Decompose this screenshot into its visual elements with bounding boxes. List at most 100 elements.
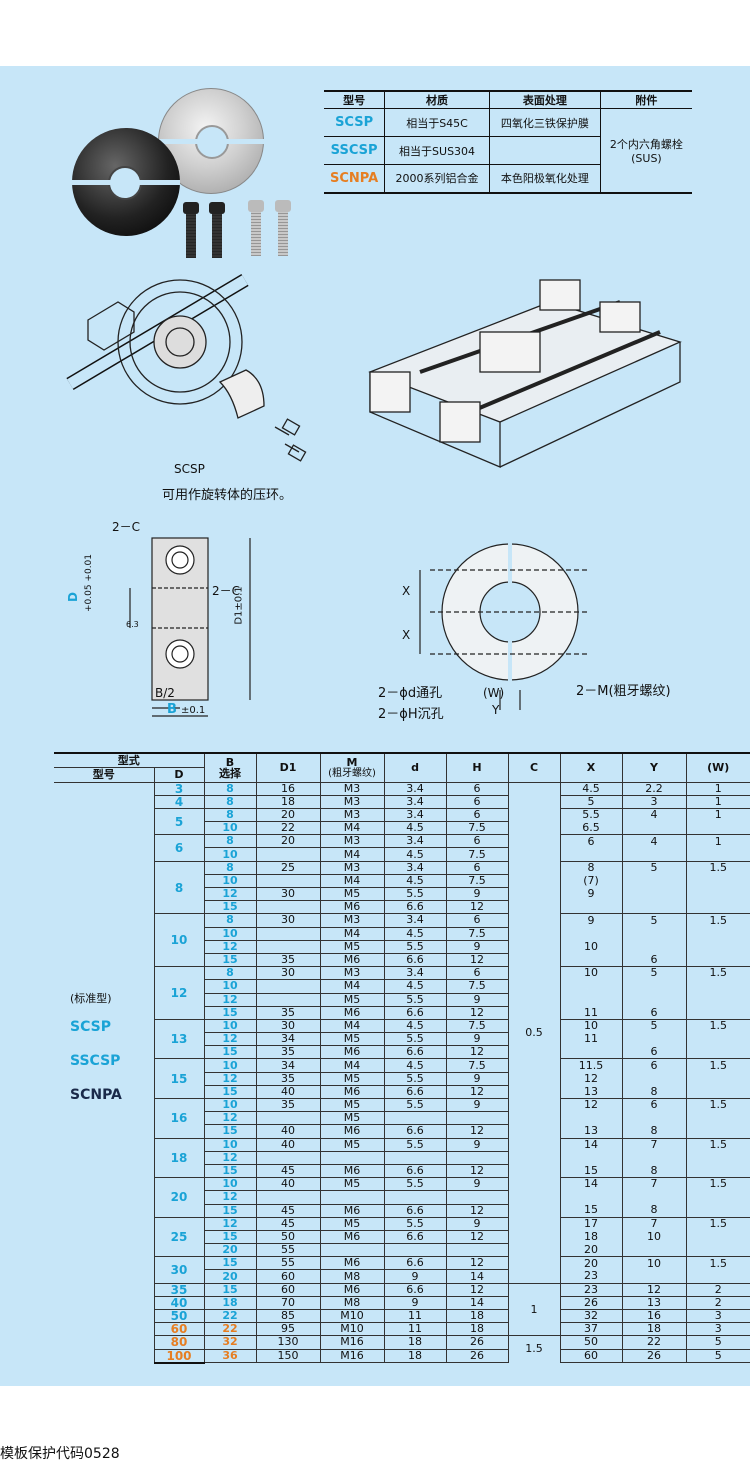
b-cell: 12: [203, 1151, 256, 1165]
x-dimension-upper: X: [402, 584, 411, 598]
material-value: 相当于S45C: [384, 108, 490, 137]
m-cell: [319, 1151, 384, 1165]
m-cell: M4: [319, 979, 384, 994]
d1-cell: 30: [255, 913, 320, 928]
bore-cell: 16: [153, 1098, 204, 1139]
b-cell: 8: [203, 913, 256, 928]
x-cell: [559, 1190, 622, 1204]
h-cell: 9: [445, 1098, 508, 1113]
b-cell: 15: [203, 1085, 256, 1100]
h-cell: 12: [445, 1256, 508, 1271]
b-cell: 12: [203, 887, 256, 902]
d1-cell: 20: [255, 808, 320, 823]
x-cell: [559, 1151, 622, 1165]
header-w: (W): [685, 752, 750, 783]
d1-cell: [255, 1151, 320, 1165]
w-cell: [685, 1204, 750, 1218]
w-cell: [685, 940, 750, 954]
w-cell: 2: [685, 1283, 750, 1297]
header-m-text: M: [346, 755, 358, 769]
x-cell: 9: [559, 913, 622, 928]
header-model: 型号: [54, 767, 154, 783]
x-cell: 15: [559, 1164, 622, 1179]
bore-cell: 18: [153, 1138, 204, 1179]
h-cell: 9: [445, 1217, 508, 1231]
m-cell: M6: [319, 1256, 384, 1271]
m-cell: M3: [319, 861, 384, 875]
y-cell: 8: [621, 1085, 686, 1100]
m-cell: M3: [319, 834, 384, 849]
through-hole-label: 2－ϕd通孔: [378, 686, 443, 701]
bore-cell: 4: [153, 795, 204, 809]
counterbore-label: 2－ϕH沉孔: [378, 707, 444, 722]
b-cell: 12: [203, 1072, 256, 1086]
d1-cell: 30: [255, 966, 320, 981]
b-cell: 10: [203, 1058, 256, 1073]
y-cell: 6: [621, 1046, 686, 1060]
m-cell: M5: [319, 1098, 384, 1113]
m-cell: M6: [319, 1006, 384, 1020]
x-cell: 32: [559, 1309, 622, 1324]
h-cell: 9: [445, 1138, 508, 1152]
bore-cell: 20: [153, 1177, 204, 1218]
y-cell: [621, 927, 686, 941]
w-cell: [685, 887, 750, 901]
b-cell: 10: [203, 847, 256, 862]
bore-cell: 3: [153, 782, 204, 796]
x-cell: 13: [559, 1085, 622, 1100]
m-cell: M8: [319, 1296, 384, 1311]
y-cell: [621, 1190, 686, 1204]
y-cell: [621, 940, 686, 954]
w-cell: 1: [685, 782, 750, 796]
material-value: 2000系列铝合金: [384, 164, 490, 194]
b-cell: 22: [203, 1322, 256, 1337]
x-cell: 10: [559, 966, 622, 980]
illustration-caption: 可用作旋转体的压环。: [162, 488, 293, 503]
h-cell: 9: [445, 1177, 508, 1192]
material-finish: 四氧化三铁保护膜: [488, 108, 601, 137]
material-finish: [488, 136, 601, 165]
b-cell: 22: [203, 1309, 256, 1324]
x-cell: [559, 993, 622, 1007]
x-cell: 17: [559, 1217, 622, 1231]
d1-cell: 45: [255, 1164, 320, 1179]
d-cell: 4.5: [383, 1019, 446, 1034]
bore-cell: 80: [153, 1335, 204, 1350]
y-cell: 10: [621, 1256, 686, 1270]
w-cell: 2: [685, 1296, 750, 1311]
m-cell: M6: [319, 1230, 384, 1245]
d-cell: 6.6: [383, 1256, 446, 1271]
w-cell: 1.5: [685, 1256, 750, 1270]
d-cell: 9: [383, 1269, 446, 1284]
m-cell: M5: [319, 1217, 384, 1231]
bore-cell: 100: [153, 1349, 204, 1364]
m-cell: M10: [319, 1309, 384, 1324]
w-cell: [685, 821, 750, 836]
w-cell: 1.5: [685, 1019, 750, 1033]
w-cell: [685, 1269, 750, 1284]
w-cell: 1: [685, 834, 750, 848]
b-cell: 10: [203, 1019, 256, 1034]
m-cell: M6: [319, 1164, 384, 1179]
y-cell: 12: [621, 1283, 686, 1297]
d-cell: 5.5: [383, 1177, 446, 1192]
table-row: 12: [54, 1190, 750, 1205]
b-cell: 20: [203, 1269, 256, 1284]
x-cell: 12: [559, 1072, 622, 1086]
accessory-text: 2个内六角螺栓: [609, 137, 683, 151]
x-dimension-lower: X: [402, 628, 411, 642]
m-cell: M5: [319, 1111, 384, 1126]
d-cell: 6.6: [383, 900, 446, 915]
x-cell: 26: [559, 1296, 622, 1311]
d-cell: 3.4: [383, 861, 446, 875]
